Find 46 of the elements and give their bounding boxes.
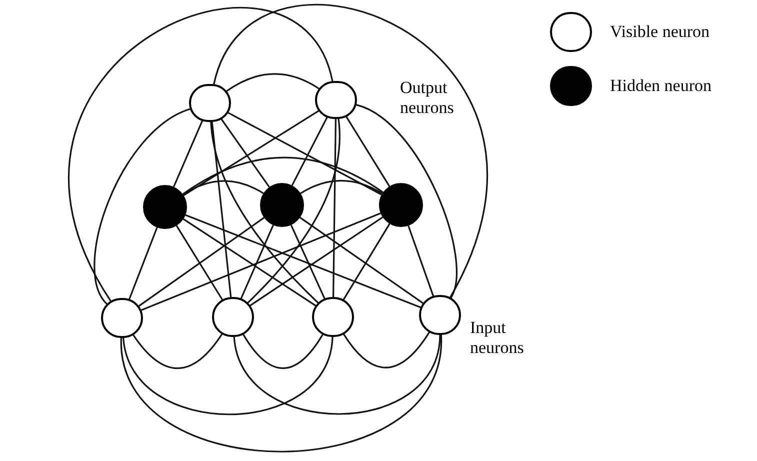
connection-line xyxy=(173,120,204,188)
connection-line xyxy=(228,112,382,196)
connection-line xyxy=(242,334,324,369)
connection-line xyxy=(182,218,316,306)
visible-neuron xyxy=(212,297,254,337)
connection-line xyxy=(356,104,458,298)
connection-line xyxy=(240,224,274,299)
hidden-neuron xyxy=(143,185,187,229)
hidden-neuron xyxy=(260,183,304,227)
connection-line xyxy=(213,4,488,298)
connection-line xyxy=(220,118,270,188)
visible-neuron xyxy=(315,81,357,119)
connection-line xyxy=(226,73,320,92)
connection-line xyxy=(182,156,384,195)
connection-line xyxy=(128,227,158,300)
hidden-neuron xyxy=(379,183,423,227)
visible-neuron xyxy=(312,297,354,337)
visible-neuron xyxy=(189,84,231,122)
connection-line xyxy=(343,332,430,368)
connection-line xyxy=(210,122,319,304)
connection-line xyxy=(185,214,421,308)
connection-line xyxy=(211,122,232,298)
connection-line xyxy=(300,216,424,304)
connection-line xyxy=(182,180,264,196)
connection-line xyxy=(141,212,381,311)
connection-line xyxy=(138,217,264,307)
connection-line xyxy=(290,224,326,299)
visible-neuron xyxy=(419,295,461,335)
visible-neuron xyxy=(101,298,143,338)
layer-label: Output neurons xyxy=(400,78,455,118)
connection-line xyxy=(332,118,337,298)
connection-line xyxy=(291,116,328,186)
connection-line xyxy=(247,118,340,304)
connection-line xyxy=(233,334,441,415)
connection-line xyxy=(94,108,190,305)
connection-line xyxy=(408,225,434,296)
connection-line xyxy=(132,334,223,370)
connection-line xyxy=(250,216,384,306)
connection-line xyxy=(122,336,334,416)
legend-label: Visible neuron xyxy=(610,21,710,44)
connection-line xyxy=(183,110,320,196)
legend-label: Hidden neuron xyxy=(610,75,712,98)
connection-line xyxy=(120,334,442,452)
connection-line xyxy=(68,8,334,302)
layer-label: Input neurons xyxy=(470,318,525,358)
connection-line xyxy=(300,180,383,194)
